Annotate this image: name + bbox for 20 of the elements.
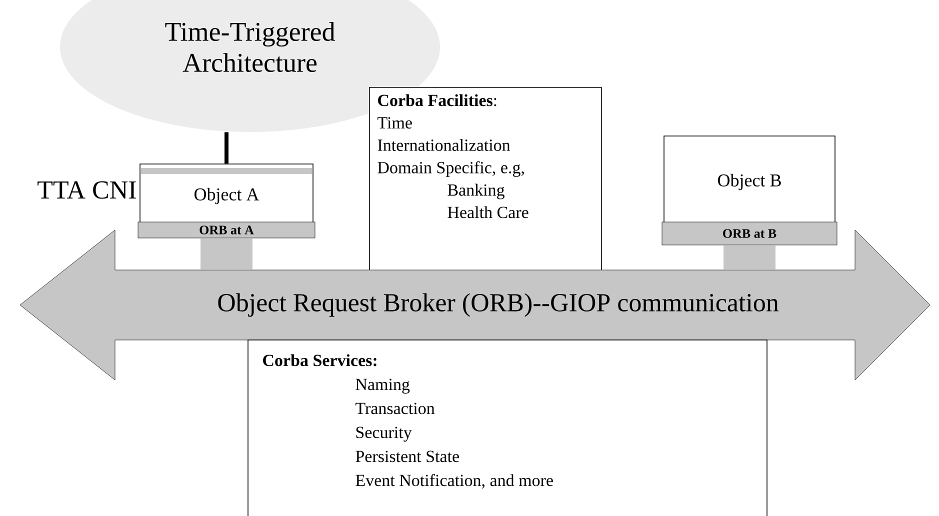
list-item: Domain Specific, e.g, xyxy=(378,161,524,177)
side-label: TTA CNI xyxy=(38,181,136,199)
list-item: Health Care xyxy=(448,206,528,218)
connector-line xyxy=(224,132,228,164)
list-item: Banking xyxy=(448,184,504,200)
object-box: Object B xyxy=(664,136,836,228)
list-item: Persistent State xyxy=(356,450,459,462)
orb-bar: ORB at A xyxy=(138,222,316,238)
list-item: Event Notification, and more xyxy=(356,474,553,489)
list-item: Internationalization xyxy=(378,139,510,151)
list-item: Security xyxy=(356,426,412,442)
list-heading: Corba Services: xyxy=(263,354,376,366)
list-item: Time xyxy=(378,117,412,129)
list-box xyxy=(369,87,602,271)
list-box xyxy=(248,340,768,516)
list-item: Transaction xyxy=(356,402,435,414)
list-item: Naming xyxy=(356,378,410,394)
orb-bar: ORB at B xyxy=(662,222,838,246)
connector-stem xyxy=(200,238,252,270)
connector-stem xyxy=(724,245,776,270)
